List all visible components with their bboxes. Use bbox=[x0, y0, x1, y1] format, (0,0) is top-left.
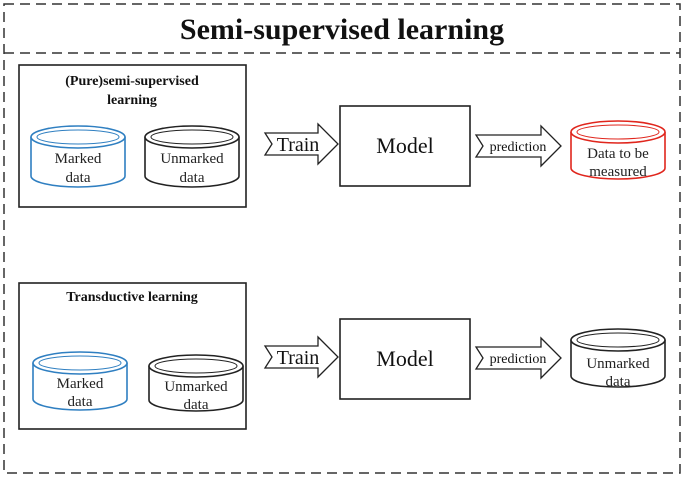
train-arrow: Train bbox=[263, 122, 339, 166]
unmarked-data-cylinder: Unmarked data bbox=[148, 354, 244, 413]
train-label: Train bbox=[277, 134, 320, 156]
cylinder-label-line2: data bbox=[68, 394, 93, 410]
model-label: Model bbox=[376, 346, 433, 371]
cylinder-label-line2: data bbox=[180, 170, 205, 186]
cylinder-label: Unmarked bbox=[586, 356, 650, 372]
train-label: Train bbox=[277, 347, 320, 369]
prediction-arrow: prediction bbox=[474, 336, 562, 380]
unmarked-data-cylinder: Unmarked data bbox=[144, 125, 240, 188]
model-label: Model bbox=[376, 133, 433, 158]
marked-data-cylinder: Marked data bbox=[32, 351, 128, 411]
data-to-be-measured-cylinder: Data to be measured bbox=[570, 120, 666, 180]
cylinder-label-line2: data bbox=[184, 397, 209, 413]
marked-data-cylinder: Marked data bbox=[30, 125, 126, 188]
prediction-label: prediction bbox=[490, 352, 547, 367]
cylinder-label-line2: data bbox=[66, 170, 91, 186]
panel-title: (Pure)semi-supervised bbox=[65, 74, 199, 89]
panel-title-line2: learning bbox=[107, 93, 157, 108]
row-transductive: Transductive learning Marked data Unmark… bbox=[18, 282, 666, 430]
model-box bbox=[339, 318, 471, 400]
panel-title: Transductive learning bbox=[66, 290, 198, 305]
train-arrow: Train bbox=[263, 335, 339, 379]
cylinder-label: Unmarked bbox=[164, 379, 228, 395]
unmarked-data-output-cylinder: Unmarked data bbox=[570, 328, 666, 390]
cylinder-label: Marked bbox=[57, 376, 104, 392]
cylinder-label-line2: measured bbox=[589, 164, 647, 180]
cylinder-label: Data to be bbox=[587, 146, 649, 162]
prediction-arrow: prediction bbox=[474, 124, 562, 168]
cylinder-label-line2: data bbox=[606, 374, 631, 390]
outer-frame bbox=[3, 3, 681, 474]
model-box bbox=[339, 105, 471, 187]
cylinder-label: Unmarked bbox=[160, 151, 224, 167]
diagram-title: Semi-supervised learning bbox=[180, 13, 504, 46]
prediction-label: prediction bbox=[490, 140, 547, 155]
row-pure-semi-supervised: (Pure)semi-supervised learning Marked da… bbox=[18, 64, 666, 208]
cylinder-label: Marked bbox=[55, 151, 102, 167]
